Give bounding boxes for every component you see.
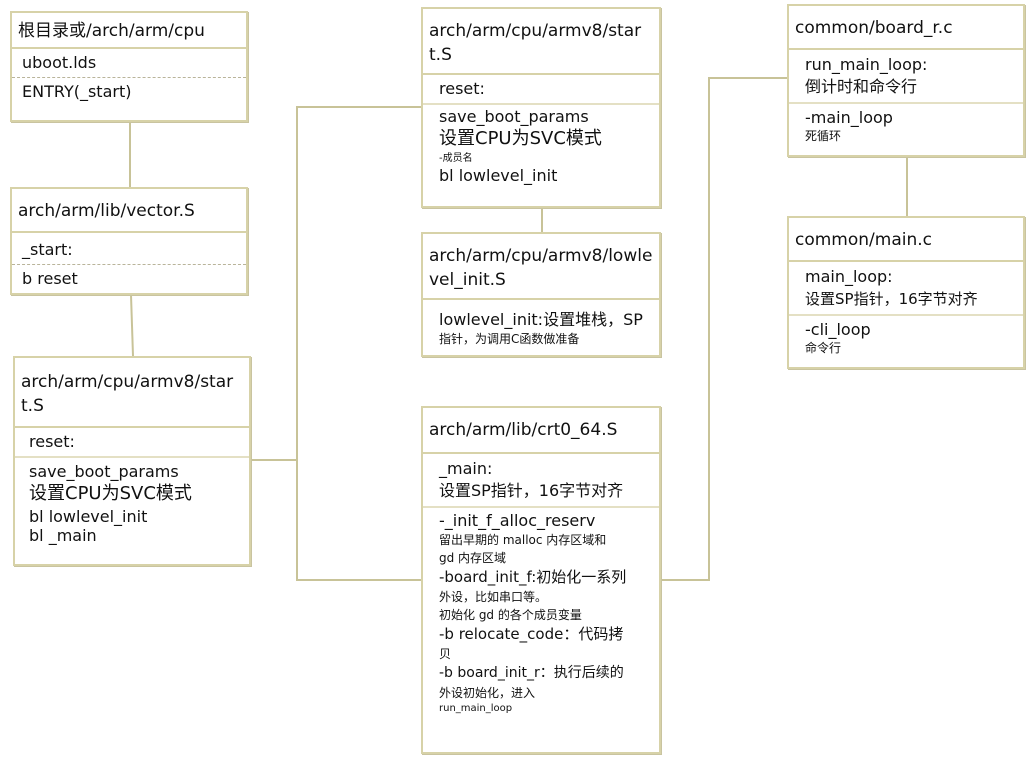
box-start-left-line-2: 设置CPU为SVC模式 [29, 483, 192, 504]
box-start-left-line-4: bl _main [29, 526, 97, 545]
box-crt0-main-desc: 设置SP指针，16字节对齐 [439, 481, 624, 500]
box-start-top-line-2: 设置CPU为SVC模式 [439, 128, 602, 149]
box-start-top-title: arch/arm/cpu/armv8/start.S [423, 9, 659, 75]
box-main-c-s1a: main_loop: [805, 267, 893, 286]
box-crt0-l9: -b board_init_r：执行后续的 [439, 665, 624, 681]
box-board-r-s1b: 倒计时和命令行 [805, 77, 918, 96]
box-main-c: common/main.c main_loop: 设置SP指针，16字节对齐 -… [787, 216, 1025, 369]
connector-vector-start [130, 294, 134, 357]
box-lowlevel-text-2: 指针，为调用C函数做准备 [439, 332, 580, 346]
box-crt0-l8: 贝 [439, 647, 452, 661]
box-crt0-l3: gd 内存区域 [439, 551, 507, 565]
connector-start-crt0 [296, 460, 421, 581]
box-main-c-title: common/main.c [789, 218, 1023, 262]
box-main-c-s2a: -cli_loop [805, 320, 871, 339]
box-crt0-l1: -_init_f_alloc_reserv [439, 511, 596, 530]
box-crt0-l7: -b relocate_code：代码拷 [439, 625, 624, 643]
box-crt0-l2: 留出早期的 malloc 内存区域和 [439, 533, 607, 547]
box-start-top-line-4: bl lowlevel_init [439, 166, 558, 185]
box-board-r-s2b: 死循环 [805, 129, 842, 143]
box-start-left-line-1: save_boot_params [29, 462, 179, 481]
box-start-left-title: arch/arm/cpu/armv8/start.S [15, 358, 249, 428]
box-board-r-title: common/board_r.c [789, 6, 1023, 50]
box-start-left-reset: reset: [15, 428, 249, 458]
box-crt0-title: arch/arm/lib/crt0_64.S [423, 408, 659, 454]
box-root-line-2: ENTRY(_start) [22, 82, 132, 101]
connector-start-branches [251, 106, 421, 461]
box-vector-line-1: _start: [12, 233, 246, 265]
box-lowlevel-text-1: lowlevel_init:设置堆栈，SP [439, 310, 643, 329]
box-vector-title: arch/arm/lib/vector.S [12, 189, 246, 233]
box-crt0-l6: 初始化 gd 的各个成员变量 [439, 608, 582, 622]
box-root-line-1: uboot.lds [12, 49, 246, 78]
box-crt0-main-label: _main: [439, 459, 493, 478]
box-vector-line-2: b reset [22, 269, 78, 288]
box-start-left: arch/arm/cpu/armv8/start.S reset: save_b… [13, 356, 251, 566]
box-start-top: arch/arm/cpu/armv8/start.S reset: save_b… [421, 7, 661, 208]
box-start-top-line-3: -成员名 [439, 153, 473, 164]
box-main-c-s2b: 命令行 [805, 341, 842, 355]
connector-crt0-boardr [661, 77, 787, 581]
box-vector: arch/arm/lib/vector.S _start: b reset [10, 187, 248, 295]
box-crt0-l10: 外设初始化，进入 [439, 686, 536, 700]
box-lowlevel-title: arch/arm/cpu/armv8/lowlevel_init.S [423, 234, 659, 300]
box-board-r-s2a: -main_loop [805, 108, 893, 127]
box-root: 根目录或/arch/arm/cpu uboot.lds ENTRY(_start… [10, 11, 248, 122]
box-start-top-reset: reset: [423, 75, 659, 105]
box-board-r-s1a: run_main_loop: [805, 55, 928, 74]
box-crt0: arch/arm/lib/crt0_64.S _main: 设置SP指针，16字… [421, 406, 661, 754]
box-start-top-line-1: save_boot_params [439, 107, 589, 126]
box-board-r: common/board_r.c run_main_loop: 倒计时和命令行 … [787, 4, 1025, 157]
box-root-title: 根目录或/arch/arm/cpu [12, 13, 246, 49]
box-crt0-l5: 外设，比如串口等。 [439, 590, 548, 604]
box-start-left-line-3: bl lowlevel_init [29, 507, 148, 526]
box-crt0-l4: -board_init_f:初始化一系列 [439, 568, 627, 586]
box-main-c-s1b: 设置SP指针，16字节对齐 [805, 290, 978, 308]
box-crt0-l11: run_main_loop [439, 703, 513, 714]
box-lowlevel: arch/arm/cpu/armv8/lowlevel_init.S lowle… [421, 232, 661, 357]
